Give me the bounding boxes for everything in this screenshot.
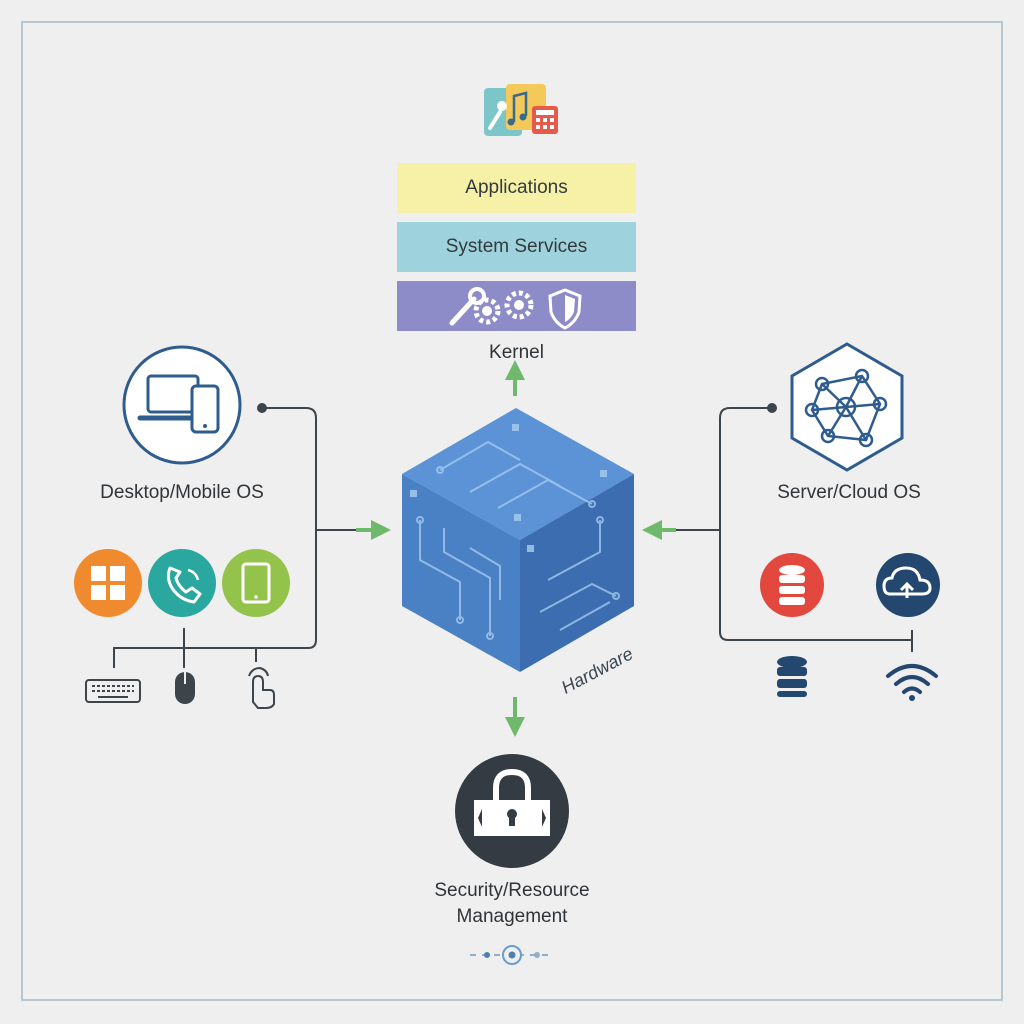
server-connector-lines [676,403,913,652]
cloud-upload-icon [876,553,940,617]
keyboard-icon [85,679,141,703]
touch-icon [248,666,275,709]
mouse-icon [175,672,195,704]
shield-icon [548,288,582,330]
windows-icon [74,549,142,617]
network-hexagon-icon [790,342,904,472]
gear-icon [473,297,501,325]
server-cloud-os-label: Server/Cloud OS [777,482,921,503]
database-icon [777,656,807,697]
decorative-dots [470,945,554,965]
system-services-label: System Services [445,236,588,257]
kernel-label: Kernel [489,342,544,363]
management-label: Management [456,906,568,927]
apps-paint-music-calculator-icon [484,84,558,136]
tablet-icon [222,549,290,617]
frame-border [21,21,1003,1001]
laptop-phone-icon [122,345,242,465]
gear-icon [504,290,534,320]
phone-call-icon [148,549,216,617]
applications-label: Applications [465,177,568,198]
applications-layer [397,163,636,213]
wifi-icon [886,664,938,701]
desktop-connector-lines [113,403,356,668]
security-resource-label: Security/Resource [434,880,590,901]
hardware-cube [402,408,634,672]
system-services-layer [397,222,636,272]
padlock-icon [455,754,569,868]
database-stack-icon [760,553,824,617]
wrench-icon [449,287,486,326]
desktop-mobile-os-label: Desktop/Mobile OS [100,482,264,503]
